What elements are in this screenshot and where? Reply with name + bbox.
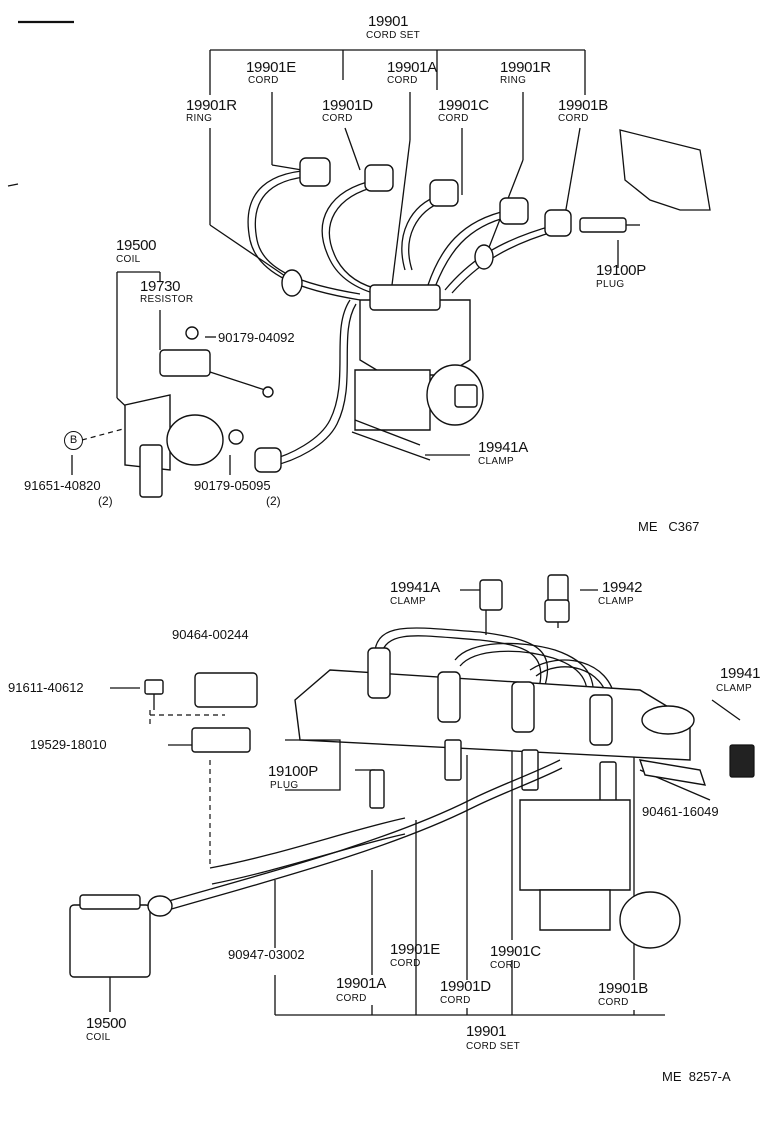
top-cord-e-label: CORD xyxy=(248,75,279,86)
bottom-cord-c-number: 19901C xyxy=(490,943,541,960)
bottom-bolt-number: 91611-40612 xyxy=(8,680,84,695)
bottom-coil-label: COIL xyxy=(86,1032,111,1043)
bottom-cord-set-number: 19901 xyxy=(466,1023,507,1040)
bottom-cord-a-number: 19901A xyxy=(336,975,386,992)
top-nut2-number: 90179-05095 xyxy=(194,478,271,493)
bottom-clamp-a-label: CLAMP xyxy=(390,596,426,607)
top-cord-b-number: 19901B xyxy=(558,97,608,114)
bottom-clamp-19942-label: CLAMP xyxy=(598,596,634,607)
bottom-cord-d-label: CORD xyxy=(440,995,471,1006)
bottom-cord-e-number: 19901E xyxy=(390,941,440,958)
top-cord-d-number: 19901D xyxy=(322,97,373,114)
top-cord-c-number: 19901C xyxy=(438,97,489,114)
top-parts xyxy=(124,129,711,498)
bottom-cord-b-label: CORD xyxy=(598,997,629,1008)
top-plug-number: 19100P xyxy=(596,262,646,279)
top-cord-set-number: 19901 xyxy=(368,13,409,30)
top-clamp-number: 19941A xyxy=(478,439,528,456)
bottom-parts xyxy=(69,574,755,978)
top-ring-r-left-number: 19901R xyxy=(186,97,237,114)
bottom-clamp-a-number: 19941A xyxy=(390,579,440,596)
top-nut-number: 90179-04092 xyxy=(218,330,295,345)
top-cord-e-number: 19901E xyxy=(246,59,296,76)
bottom-cord-e-label: CORD xyxy=(390,958,421,969)
top-ring-r-right-number: 19901R xyxy=(500,59,551,76)
top-bolt-number: 91651-40820 xyxy=(24,478,101,493)
bottom-clamp-19941-number: 19941 xyxy=(720,665,761,682)
bottom-reference-code: ME 8257-A xyxy=(662,1069,731,1084)
top-resistor-label: RESISTOR xyxy=(140,294,194,305)
top-plug-label: PLUG xyxy=(596,279,625,290)
top-cord-d-label: CORD xyxy=(322,113,353,124)
top-leaders xyxy=(71,49,619,475)
top-resistor-number: 19730 xyxy=(140,278,181,295)
top-coil-number: 19500 xyxy=(116,237,157,254)
bottom-part-90461: 90461-16049 xyxy=(642,804,719,819)
top-cord-a-number: 19901A xyxy=(387,59,437,76)
bottom-part-90464: 90464-00244 xyxy=(172,627,249,642)
bottom-part-90947: 90947-03002 xyxy=(228,947,305,962)
bottom-cord-d-number: 19901D xyxy=(440,978,491,995)
bottom-part-19529: 19529-18010 xyxy=(30,737,107,752)
top-coil-label: COIL xyxy=(116,254,141,265)
top-ring-r-right-label: RING xyxy=(500,75,527,86)
top-reference-code: ME C367 xyxy=(638,519,700,534)
stray-mark xyxy=(7,183,19,187)
top-cord-c-label: CORD xyxy=(438,113,469,124)
bottom-coil-number: 19500 xyxy=(86,1015,127,1032)
top-cord-b-label: CORD xyxy=(558,113,589,124)
bottom-cord-b-number: 19901B xyxy=(598,980,648,997)
bottom-cord-a-label: CORD xyxy=(336,993,367,1004)
top-cord-set-label: CORD SET xyxy=(366,30,421,41)
bottom-cord-c-label: CORD xyxy=(490,960,521,971)
top-nut2-qty: (2) xyxy=(266,494,281,508)
top-clamp-label: CLAMP xyxy=(478,456,514,467)
bottom-clamp-19941-label: CLAMP xyxy=(716,683,752,694)
top-cord-a-label: CORD xyxy=(387,75,418,86)
circle-b-marker: B xyxy=(64,431,83,450)
bottom-cord-set-label: CORD SET xyxy=(466,1041,521,1052)
bottom-clamp-19942-number: 19942 xyxy=(602,579,643,596)
bottom-plug-label: PLUG xyxy=(270,780,299,791)
top-bolt-qty: (2) xyxy=(98,494,113,508)
bottom-plug-number: 19100P xyxy=(268,763,318,780)
top-ring-r-left-label: RING xyxy=(186,113,213,124)
